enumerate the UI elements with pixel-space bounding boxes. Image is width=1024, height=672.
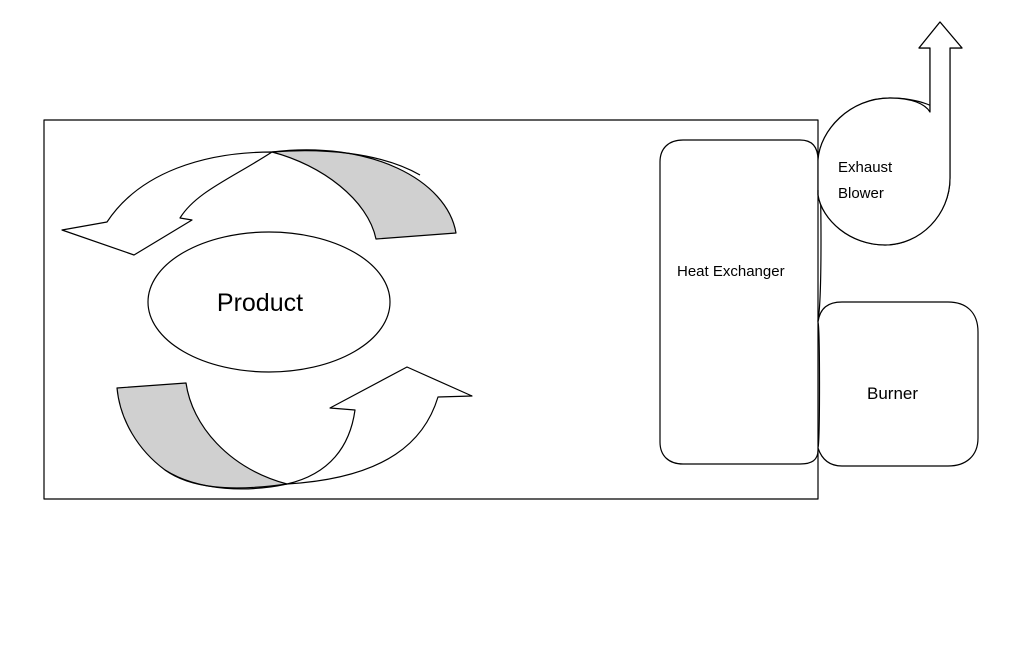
exhaust-blower: Exhaust Blower xyxy=(817,21,963,246)
lower-arrow-shaded-band xyxy=(116,382,288,489)
product-ellipse xyxy=(147,231,391,373)
upper-arrow-outer-edge xyxy=(271,150,421,176)
upper-arrow-body xyxy=(61,151,273,256)
upper-circulation-arrow xyxy=(61,149,457,256)
lower-arrow-inner-edge xyxy=(164,469,288,490)
exhaust-blower-label-line2: Blower xyxy=(838,185,884,202)
burner-box xyxy=(817,301,979,467)
burner-label: Burner xyxy=(867,384,918,403)
lower-arrow-body xyxy=(286,366,473,485)
exhaust-blower-label-line1: Exhaust xyxy=(838,159,893,176)
upper-arrow-shaded-band xyxy=(271,149,457,240)
heat-exchanger-label: Heat Exchanger xyxy=(677,263,785,280)
exhaust-stack-arrow xyxy=(817,21,963,246)
lower-circulation-arrow xyxy=(116,366,473,490)
heat-exchanger-box xyxy=(659,139,822,465)
product-label: Product xyxy=(217,289,303,317)
